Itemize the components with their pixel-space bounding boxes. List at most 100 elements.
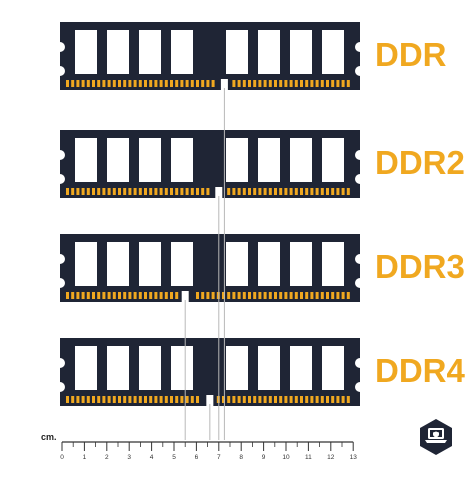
memory-chip (75, 30, 97, 74)
ruler-tick-label: 6 (195, 454, 199, 461)
contact-pin (66, 80, 69, 87)
contact-pin (180, 80, 184, 87)
contact-pin (81, 396, 85, 403)
contact-pin (144, 292, 147, 299)
memory-chip (258, 346, 280, 390)
contact-pin (112, 80, 116, 87)
contact-pin (196, 188, 199, 195)
contact-pin (123, 80, 127, 87)
contact-pin (118, 396, 121, 403)
ruler-tick-label: 13 (350, 454, 358, 461)
contact-pin (305, 188, 309, 195)
contact-pin (326, 80, 329, 87)
contact-pin (341, 80, 345, 87)
contact-pin (76, 188, 80, 195)
contact-pin (237, 188, 241, 195)
contact-pin (346, 292, 350, 299)
contact-pin (138, 188, 142, 195)
memory-chip (171, 242, 193, 286)
contact-pin (305, 396, 309, 403)
contact-pin (294, 188, 298, 195)
ruler-unit-label: cm. (41, 432, 57, 442)
contact-pin (300, 396, 303, 403)
contact-pin (331, 396, 335, 403)
contact-pin (227, 292, 231, 299)
contact-pin (92, 80, 95, 87)
ruler-tick-label: 10 (282, 454, 290, 461)
contact-pin (175, 292, 179, 299)
ruler-tick-label: 3 (127, 454, 131, 461)
ruler-tick-label: 2 (105, 454, 109, 461)
contact-pin (112, 396, 116, 403)
contact-pin (190, 80, 194, 87)
memory-chip (107, 346, 129, 390)
contact-pin (154, 396, 158, 403)
contact-pin (175, 396, 179, 403)
contact-pin (284, 396, 288, 403)
memory-chip (107, 138, 129, 182)
contact-pin (154, 292, 158, 299)
contact-pin (128, 188, 132, 195)
memory-chip (171, 346, 193, 390)
contact-pin (175, 80, 179, 87)
contact-pin (164, 292, 168, 299)
contact-pin (97, 292, 101, 299)
contact-pin (336, 396, 340, 403)
contact-pin (71, 80, 75, 87)
memory-chip (290, 346, 312, 390)
contact-pin (274, 188, 277, 195)
contact-pin (222, 396, 225, 403)
contact-pin (300, 292, 303, 299)
laptop-shield-icon (425, 428, 447, 443)
contact-pin (201, 188, 205, 195)
contact-pin (248, 292, 251, 299)
contact-pin (123, 292, 127, 299)
contact-pin (300, 188, 303, 195)
contact-pin (81, 80, 85, 87)
contact-pin (164, 188, 168, 195)
contact-pin (346, 396, 350, 403)
memory-chip (171, 30, 193, 74)
contact-pin (237, 80, 241, 87)
contact-pin (331, 188, 335, 195)
contact-pins (66, 396, 350, 403)
contact-pin (320, 188, 324, 195)
contact-pin (268, 292, 272, 299)
contact-pin (253, 80, 257, 87)
key-notch (220, 79, 228, 91)
contact-pin (232, 292, 236, 299)
contact-pin (102, 396, 106, 403)
contact-pin (76, 292, 80, 299)
contact-pin (320, 292, 324, 299)
contact-pin (71, 188, 75, 195)
contact-pin (76, 80, 80, 87)
contact-pins (66, 188, 350, 195)
contact-pin (102, 188, 106, 195)
key-notch (215, 187, 223, 199)
contact-pin (320, 80, 324, 87)
contact-pin (154, 80, 158, 87)
ruler-tick-label: 12 (327, 454, 335, 461)
contact-pin (86, 396, 90, 403)
ram-module-ddr3 (60, 234, 360, 303)
ruler-tick-label: 8 (239, 454, 243, 461)
memory-chip (75, 242, 97, 286)
memory-chip (258, 242, 280, 286)
memory-chip (290, 138, 312, 182)
memory-chip (107, 242, 129, 286)
logo-badge (420, 419, 452, 455)
memory-chip (322, 30, 344, 74)
ram-module-ddr4 (60, 338, 360, 407)
memory-chip (75, 346, 97, 390)
module-label-ddr2: DDR2 (375, 144, 465, 181)
contact-pin (232, 80, 236, 87)
ruler-tick-label: 9 (262, 454, 266, 461)
contact-pin (310, 396, 314, 403)
contact-pin (289, 188, 293, 195)
contact-pin (92, 188, 95, 195)
contact-pin (284, 188, 288, 195)
memory-chip (75, 138, 97, 182)
contact-pin (279, 292, 283, 299)
memory-chip (226, 138, 248, 182)
